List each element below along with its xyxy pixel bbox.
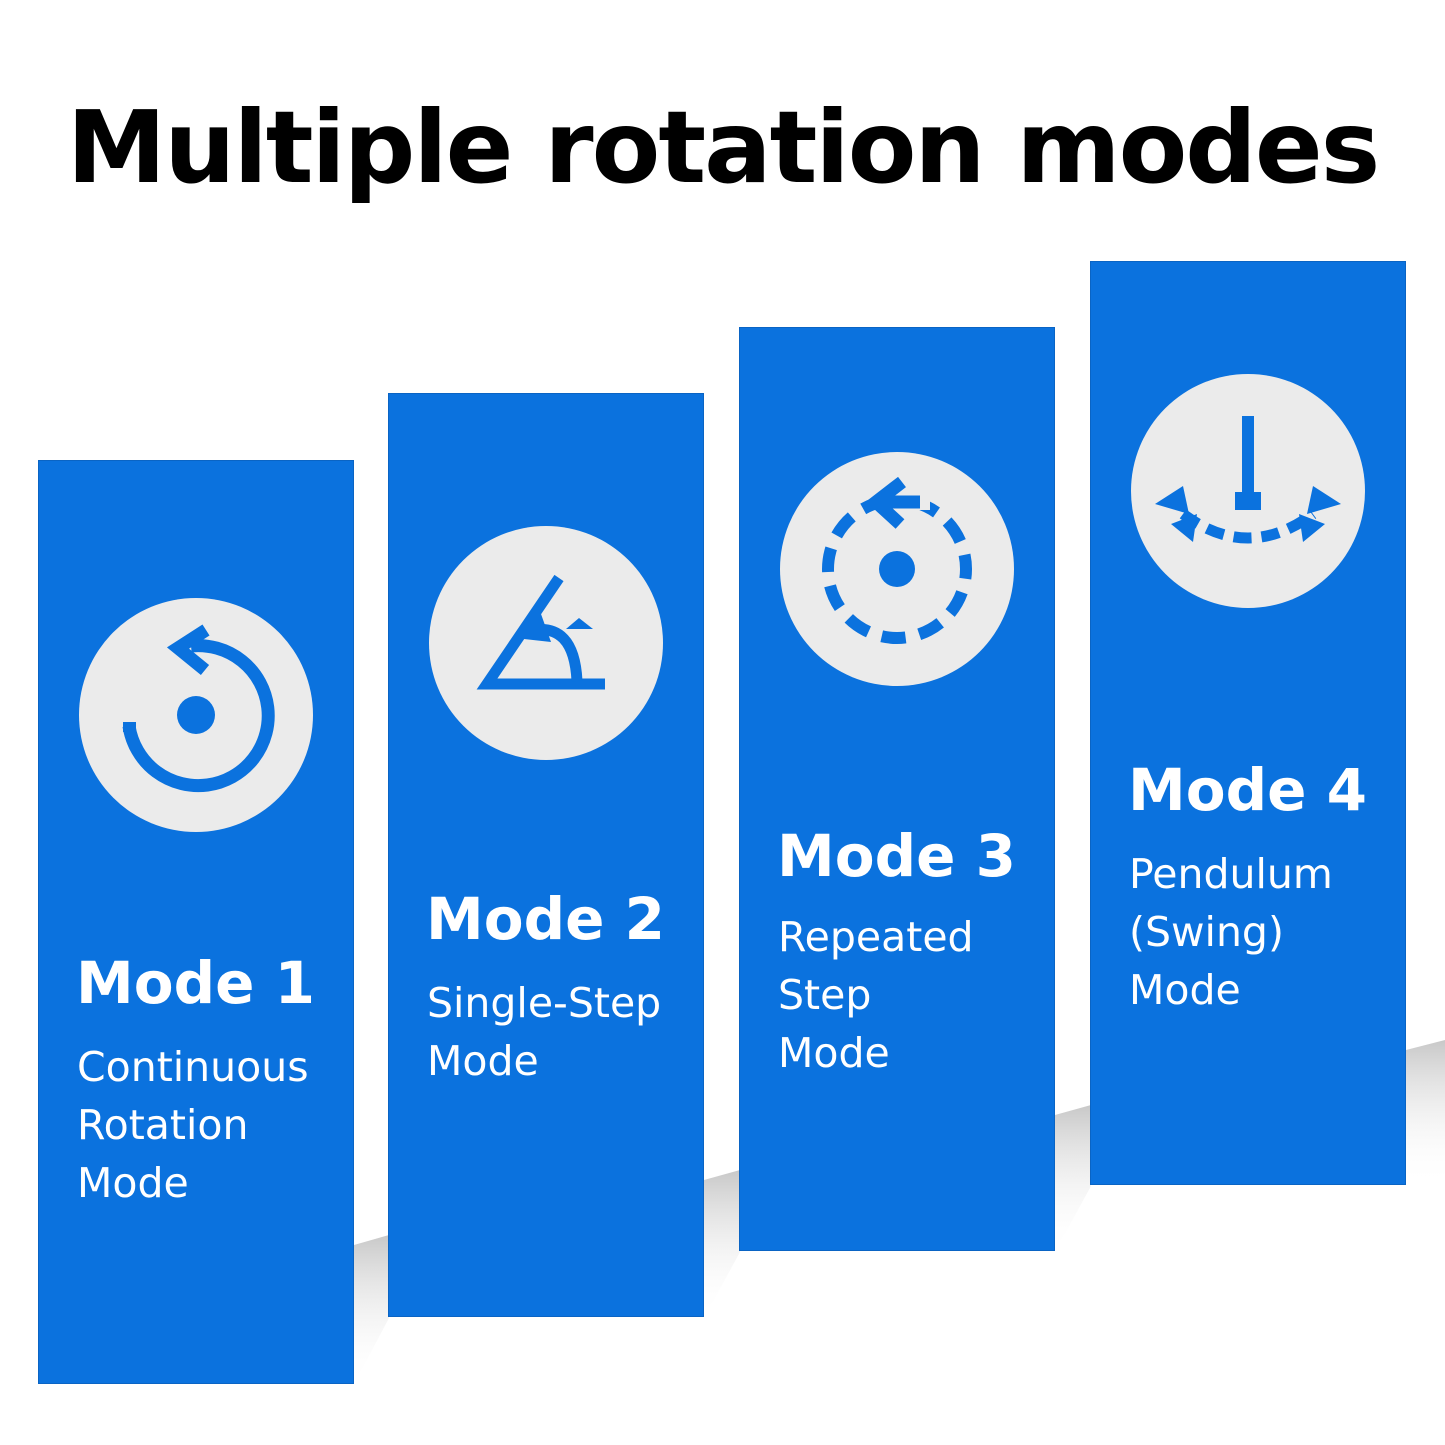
mode-description: Continuous Rotation Mode xyxy=(77,1043,309,1207)
mode-description: Pendulum (Swing) Mode xyxy=(1129,850,1333,1014)
single-step-angle-icon xyxy=(429,526,663,760)
mode-card-1: Mode 1 Continuous Rotation Mode xyxy=(38,460,354,1384)
mode-title: Mode 1 xyxy=(76,949,315,1017)
continuous-rotation-icon xyxy=(79,598,313,832)
mode-description: Single-Step Mode xyxy=(427,979,662,1085)
mode-card-3: Mode 3 Repeated Step Mode xyxy=(739,327,1055,1251)
mode-card-4: Mode 4 Pendulum (Swing) Mode xyxy=(1090,261,1406,1185)
mode-title: Mode 4 xyxy=(1128,756,1367,824)
repeated-step-icon xyxy=(780,452,1014,686)
mode-card-2: Mode 2 Single-Step Mode xyxy=(388,393,704,1317)
mode-title: Mode 2 xyxy=(426,885,665,953)
mode-title: Mode 3 xyxy=(777,822,1016,890)
page-title: Multiple rotation modes xyxy=(66,89,1380,206)
mode-description: Repeated Step Mode xyxy=(778,913,974,1077)
pendulum-swing-icon xyxy=(1131,374,1365,608)
